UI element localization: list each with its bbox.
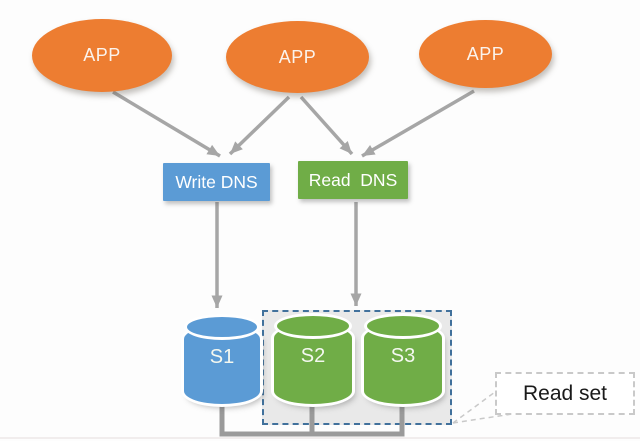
database-s1: S1 — [184, 314, 260, 404]
read-set-callout: Read set — [495, 372, 635, 415]
read-dns-box: Read DNS — [298, 161, 408, 199]
app-node-1-label: APP — [83, 45, 121, 65]
database-s2: S2 — [274, 313, 352, 404]
database-s1-cap — [184, 314, 260, 340]
database-s3: S3 — [364, 313, 442, 404]
database-s3-cap — [364, 313, 442, 339]
database-s1-label: S1 — [209, 346, 235, 368]
arrow-app1-to-write-dns — [112, 90, 221, 158]
write-dns-label: Write DNS — [175, 171, 258, 192]
database-s2-label: S2 — [300, 345, 326, 367]
callout-tail-line-upper — [452, 391, 496, 424]
arrow-app2-to-write-dns — [228, 95, 291, 156]
read-set-label: Read set — [522, 381, 608, 405]
callout-tail-line-lower — [452, 413, 513, 424]
arrow-app2-to-read-dns — [299, 95, 354, 156]
database-s3-label: S3 — [390, 345, 416, 367]
arrow-app3-to-read-dns — [361, 89, 475, 158]
read-dns-label: Read DNS — [308, 169, 398, 190]
app-node-1: APP — [32, 19, 172, 92]
replication-bus-connector — [219, 404, 405, 437]
write-dns-box: Write DNS — [163, 163, 270, 201]
app-node-3: APP — [419, 20, 552, 88]
app-node-2: APP — [226, 21, 369, 93]
app-node-2-label: APP — [278, 46, 317, 67]
database-s2-cap — [274, 313, 352, 339]
app-node-3-label: APP — [466, 43, 505, 64]
bottom-hairline — [0, 437, 640, 439]
